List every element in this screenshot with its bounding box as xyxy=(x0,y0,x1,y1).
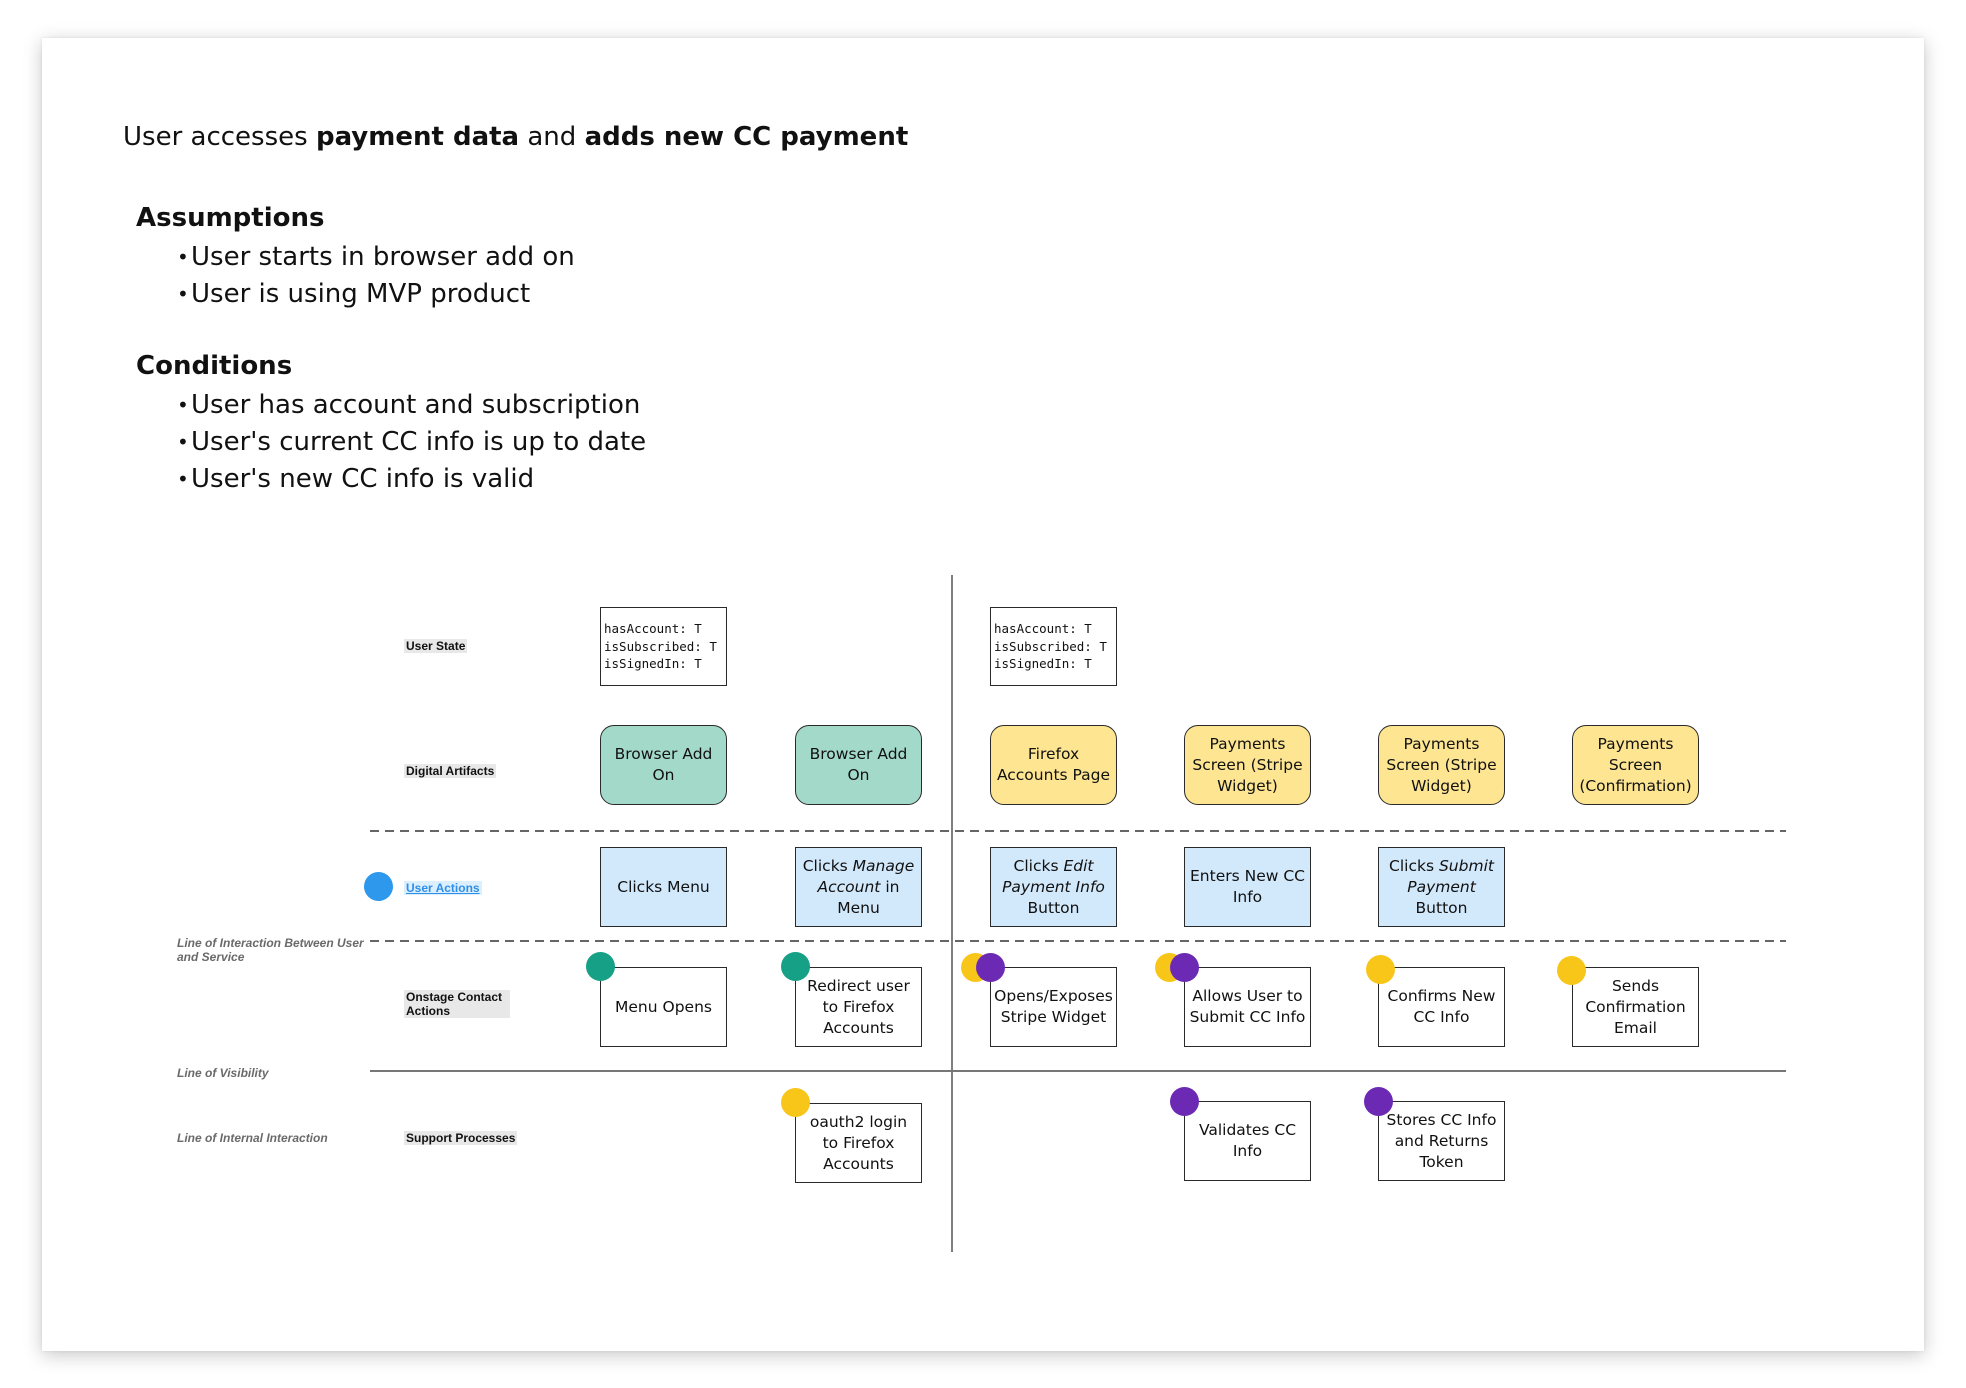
support-stores-cc: Stores CC Info and Returns Token xyxy=(1378,1101,1505,1181)
artifact-firefox-accounts-page: Firefox Accounts Page xyxy=(990,725,1117,805)
list-item: User starts in browser add on xyxy=(136,239,575,276)
onstage-redirect: Redirect user to Firefox Accounts xyxy=(795,967,922,1047)
list-item: User has account and subscription xyxy=(136,387,646,424)
artifact-browser-add-on: Browser Add On xyxy=(600,725,727,805)
row-label-support: Support Processes xyxy=(404,1131,518,1145)
list-item: User's new CC info is valid xyxy=(136,461,646,498)
page-title: User accesses payment data and adds new … xyxy=(123,122,909,152)
onstage-opens-stripe: Opens/Exposes Stripe Widget xyxy=(990,967,1117,1047)
action-clicks-edit-payment: Clicks Edit Payment Info Button xyxy=(990,847,1117,927)
row-label-user-actions[interactable]: User Actions xyxy=(404,881,482,895)
row-label-onstage: Onstage Contact Actions xyxy=(404,990,510,1018)
user-actions-marker xyxy=(364,872,393,901)
teal-marker xyxy=(781,952,810,981)
side-label-interaction: Line of Interaction Between User and Ser… xyxy=(177,936,364,964)
side-label-visibility: Line of Visibility xyxy=(177,1066,269,1080)
action-enters-cc-info: Enters New CC Info xyxy=(1184,847,1311,927)
yellow-marker xyxy=(1557,956,1586,985)
assumptions-list: User starts in browser add on User is us… xyxy=(136,239,575,313)
conditions-heading: Conditions xyxy=(136,351,293,381)
yellow-marker xyxy=(781,1088,810,1117)
purple-marker xyxy=(976,953,1005,982)
conditions-list: User has account and subscription User's… xyxy=(136,387,646,498)
user-state-box: hasAccount: T isSubscribed: T isSignedIn… xyxy=(990,607,1117,686)
teal-marker xyxy=(586,952,615,981)
artifact-payments-confirmation: Payments Screen (Confirmation) xyxy=(1572,725,1699,805)
support-oauth2-login: oauth2 login to Firefox Accounts xyxy=(795,1103,922,1183)
action-clicks-manage-account: Clicks Manage Account in Menu xyxy=(795,847,922,927)
support-validates-cc: Validates CC Info xyxy=(1184,1101,1311,1181)
onstage-menu-opens: Menu Opens xyxy=(600,967,727,1047)
artifact-browser-add-on: Browser Add On xyxy=(795,725,922,805)
artifact-payments-screen: Payments Screen (Stripe Widget) xyxy=(1184,725,1311,805)
action-clicks-submit-payment: Clicks Submit Payment Button xyxy=(1378,847,1505,927)
user-state-box: hasAccount: T isSubscribed: T isSignedIn… xyxy=(600,607,727,686)
row-label-user-state: User State xyxy=(404,639,468,653)
onstage-sends-email: Sends Confirmation Email xyxy=(1572,967,1699,1047)
action-clicks-menu: Clicks Menu xyxy=(600,847,727,927)
onstage-allows-submit: Allows User to Submit CC Info xyxy=(1184,967,1311,1047)
side-label-internal: Line of Internal Interaction xyxy=(177,1131,328,1145)
list-item: User is using MVP product xyxy=(136,276,575,313)
yellow-marker xyxy=(1366,955,1395,984)
list-item: User's current CC info is up to date xyxy=(136,424,646,461)
onstage-confirms-cc: Confirms New CC Info xyxy=(1378,967,1505,1047)
assumptions-heading: Assumptions xyxy=(136,203,325,233)
purple-marker xyxy=(1364,1087,1393,1116)
row-label-digital-artifacts: Digital Artifacts xyxy=(404,764,497,778)
purple-marker xyxy=(1170,1087,1199,1116)
purple-marker xyxy=(1170,953,1199,982)
artifact-payments-screen: Payments Screen (Stripe Widget) xyxy=(1378,725,1505,805)
